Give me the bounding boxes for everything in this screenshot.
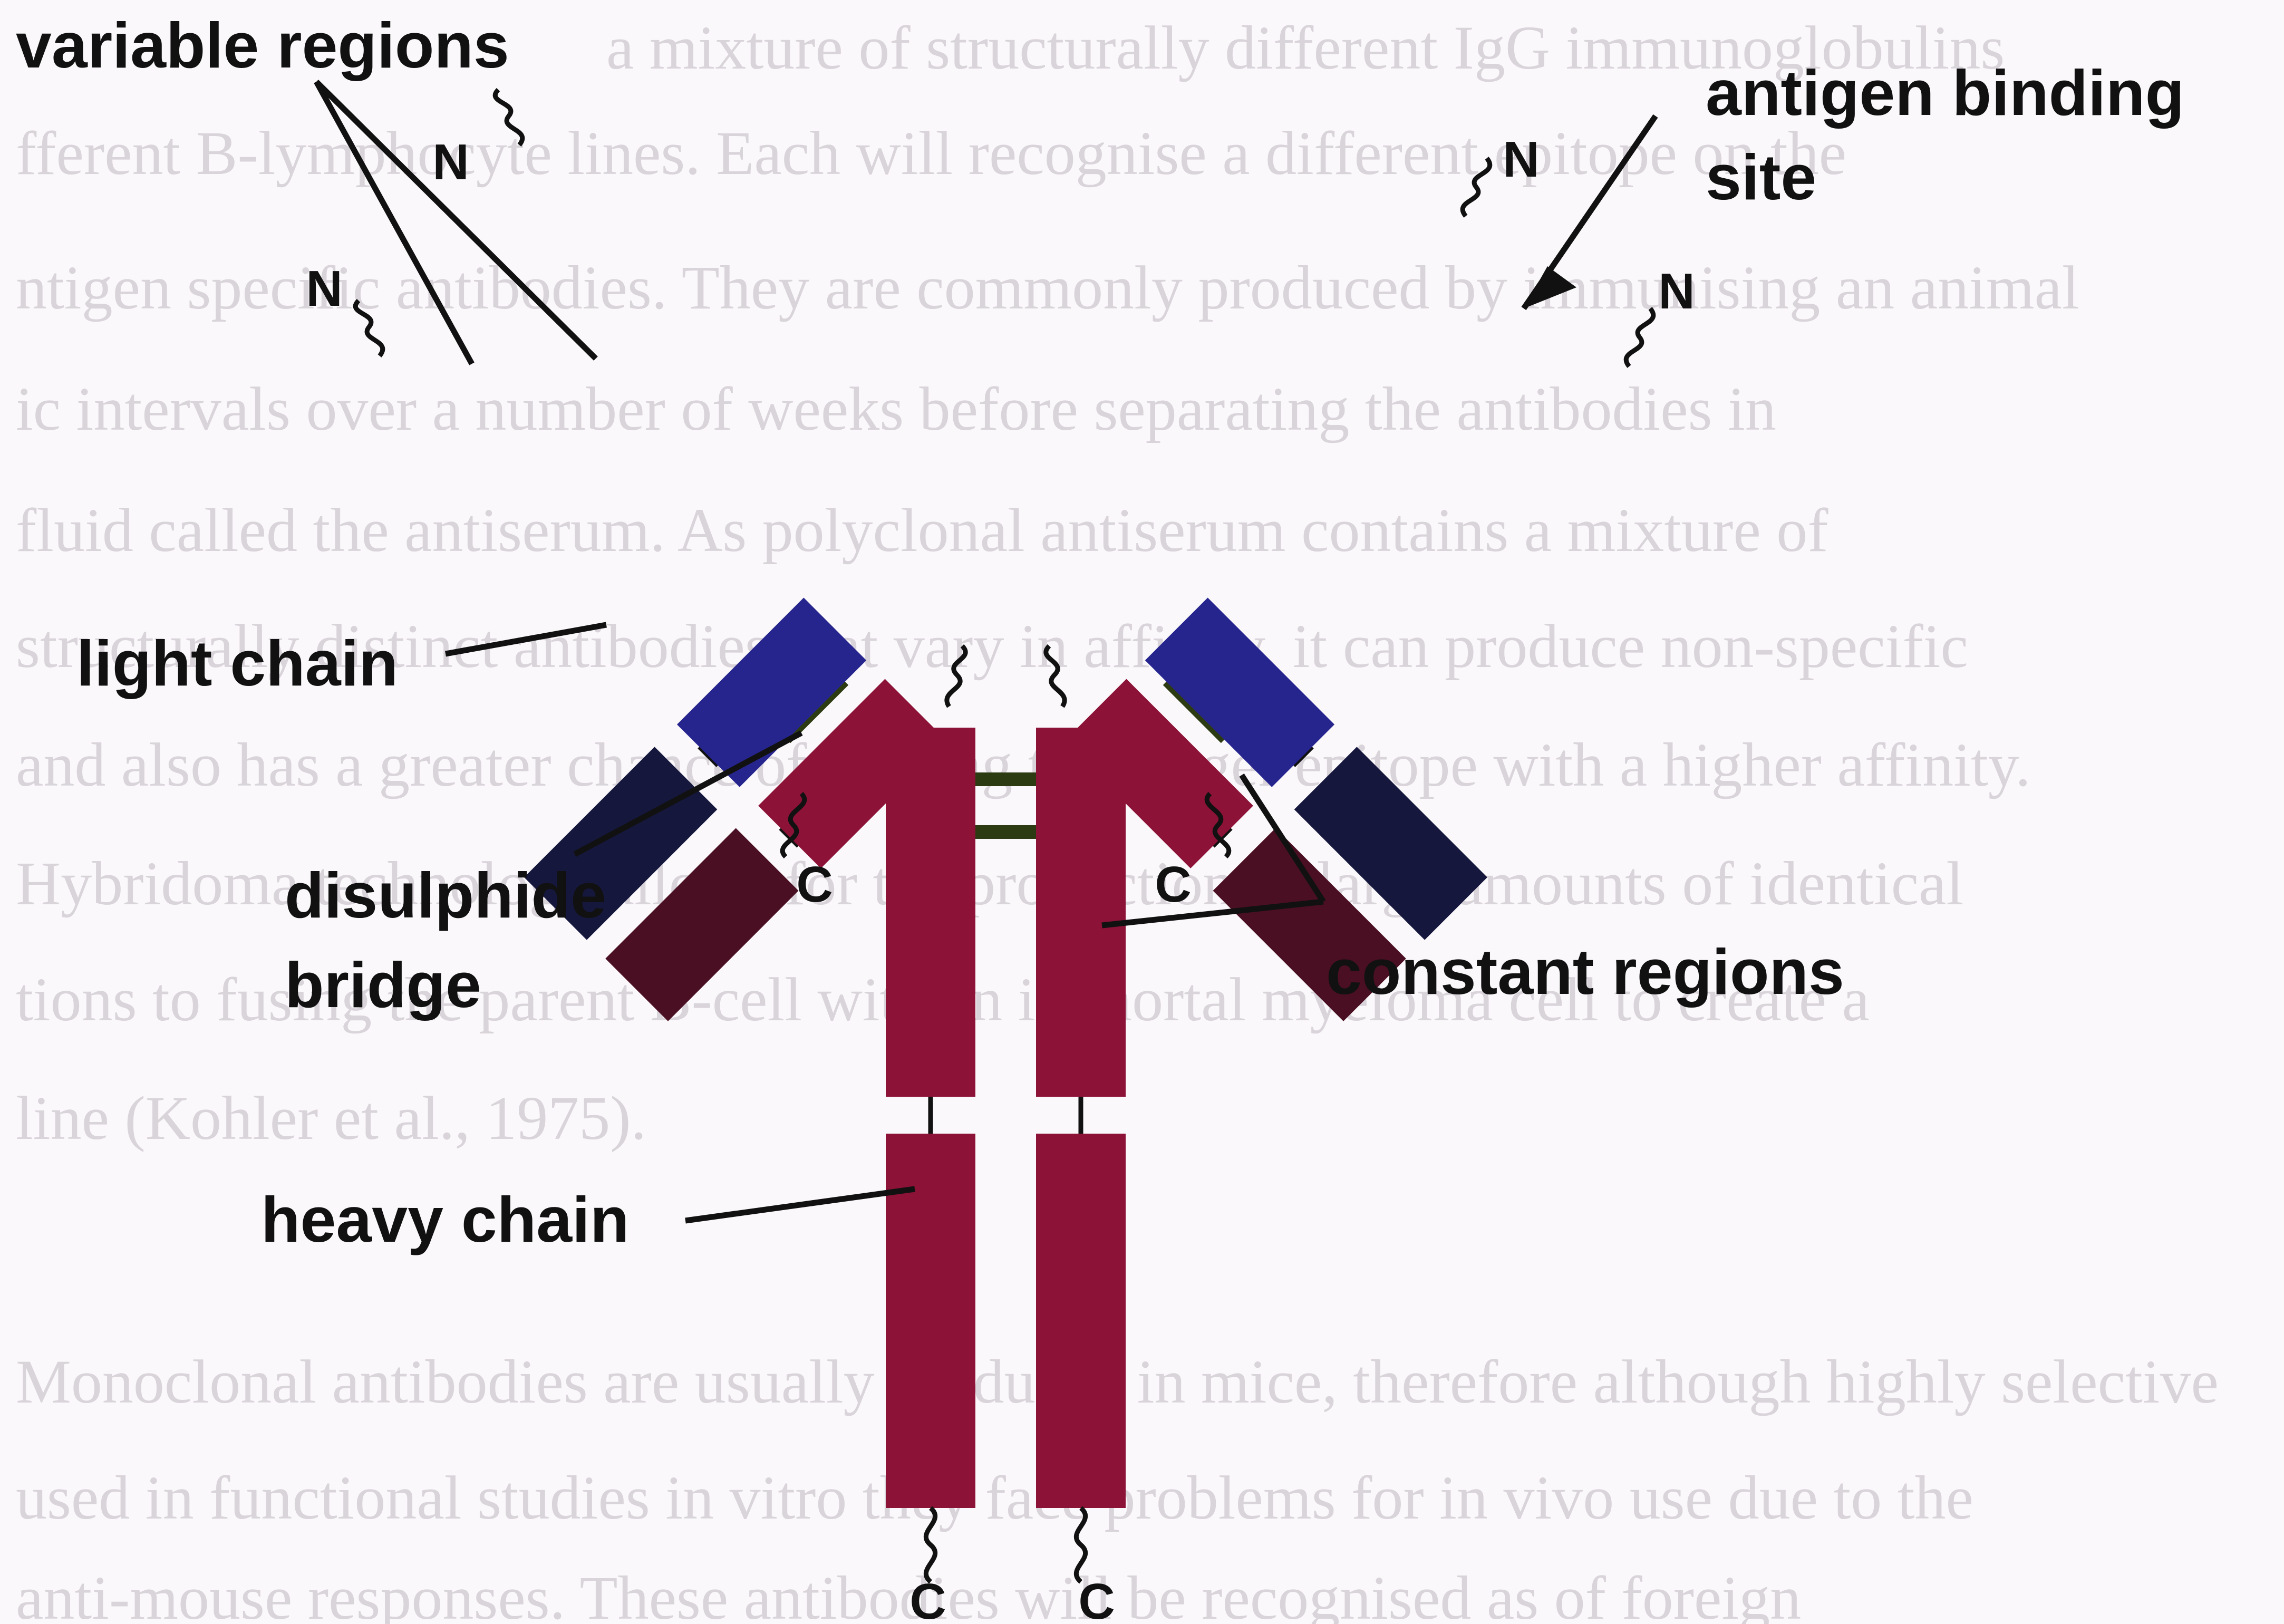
label-antigen-binding-site-line2: site <box>1706 141 1816 213</box>
label-variable-regions: variable regions <box>16 9 509 81</box>
n-terminus-label: N <box>306 260 342 317</box>
background-text-line: anti-mouse responses. These antibodies w… <box>16 1563 1801 1624</box>
label-heavy-chain: heavy chain <box>261 1184 629 1255</box>
background-text-line: used in functional studies in vitro they… <box>16 1463 1973 1532</box>
n-terminus-label: N <box>1658 263 1695 320</box>
c-terminus-label: C <box>909 1573 946 1624</box>
c-terminus-label: C <box>1078 1573 1115 1624</box>
background-text-line: fferent B-lymphocyte lines. Each will re… <box>16 119 1846 188</box>
label-disulphide-bridge-line2: bridge <box>285 949 481 1021</box>
label-antigen-binding-site: antigen binding <box>1706 57 2184 129</box>
label-light-chain: light chain <box>76 627 398 699</box>
background-text-line: line (Kohler et al., 1975). <box>16 1084 646 1153</box>
background-text-line: and also has a greater chance of binding… <box>16 730 2031 799</box>
heavy-chain-fc-domain-right <box>1036 1134 1126 1508</box>
heavy-chain-leader <box>685 1189 915 1221</box>
label-constant-regions: constant regions <box>1326 936 1844 1008</box>
c-terminus-label: C <box>796 856 833 913</box>
c-terminus-label: C <box>1155 856 1191 913</box>
n-terminus-label: N <box>432 134 469 190</box>
background-text-line: ic intervals over a number of weeks befo… <box>16 374 1776 443</box>
label-disulphide-bridge: disulphide <box>285 859 606 931</box>
background-text-line: fluid called the antiserum. As polyclona… <box>16 496 1828 565</box>
n-terminus-label: N <box>1503 131 1539 188</box>
